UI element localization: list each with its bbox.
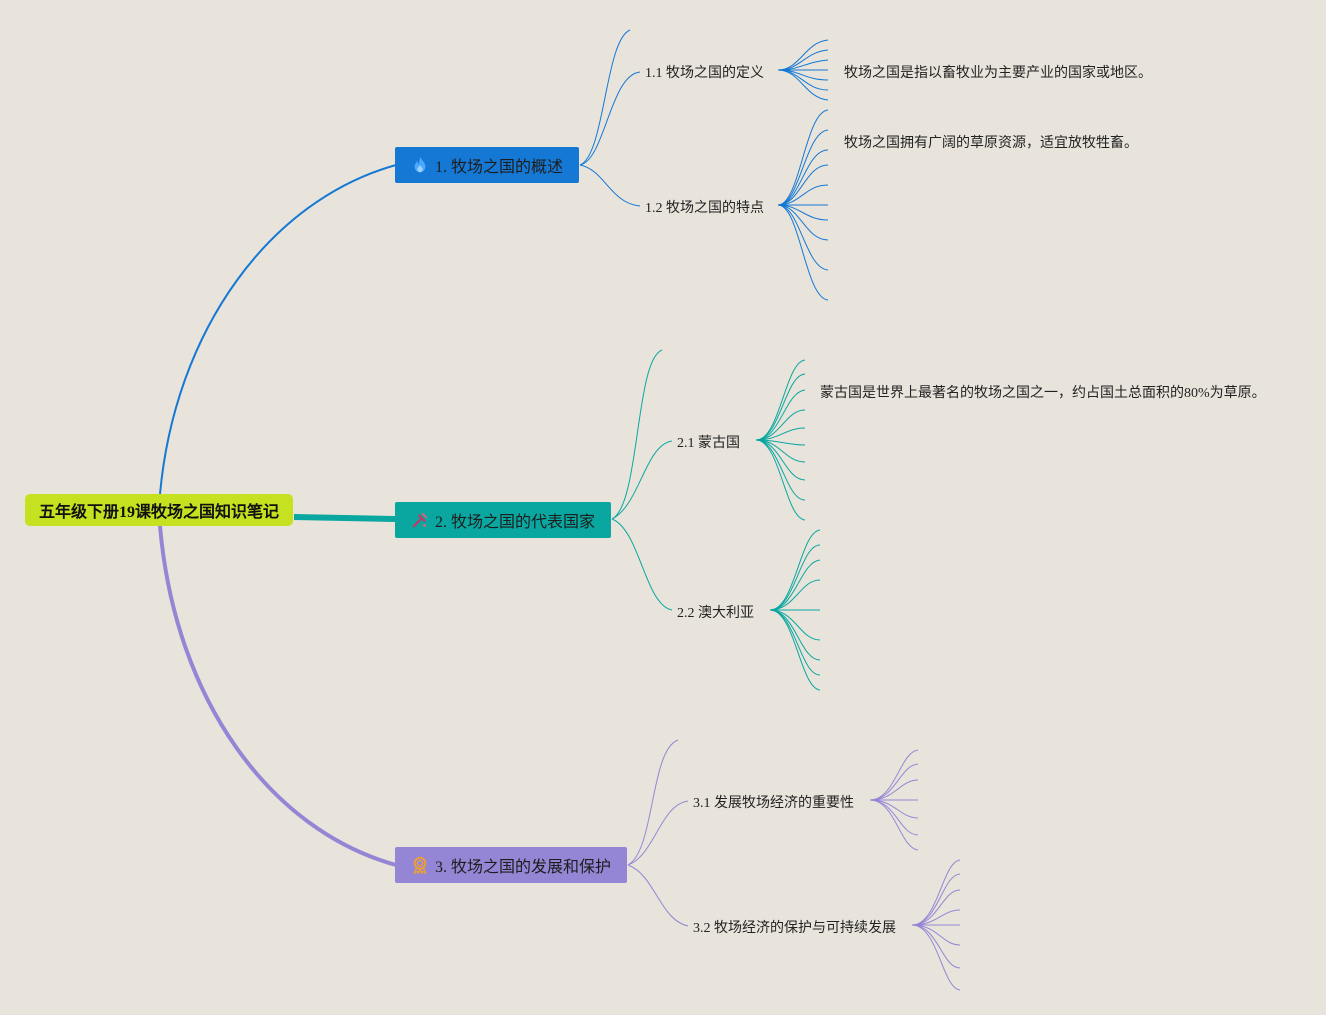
tools-icon xyxy=(412,512,428,528)
branch-2-node[interactable]: 2. 牧场之国的代表国家 xyxy=(395,502,612,538)
subtopic-1-2-label: 1.2 牧场之国的特点 xyxy=(645,201,764,216)
branch1-sub-line xyxy=(579,29,631,166)
root-node[interactable]: 五年级下册19课牧场之国知识笔记 xyxy=(25,494,294,526)
branch-1-node[interactable]: 1. 牧场之国的概述 xyxy=(395,147,580,183)
subtopic-2-2[interactable]: 2.2 澳大利亚 xyxy=(677,602,754,622)
subtopic-3-2[interactable]: 3.2 牧场经济的保护与可持续发展 xyxy=(693,917,896,937)
subtopic-3-2-label: 3.2 牧场经济的保护与可持续发展 xyxy=(693,921,896,936)
branch-2-label: 2. 牧场之国的代表国家 xyxy=(435,514,596,531)
branch1-sub-line xyxy=(579,71,641,166)
subtopic-1-1-label: 1.1 牧场之国的定义 xyxy=(645,66,764,81)
note-1-2[interactable]: 牧场之国拥有广阔的草原资源，适宜放牧牲畜。 xyxy=(844,132,1138,152)
note-1-1-text: 牧场之国是指以畜牧业为主要产业的国家或地区。 xyxy=(844,66,1152,81)
subtopic-2-2-label: 2.2 澳大利亚 xyxy=(677,606,754,621)
branch1-sub-line xyxy=(579,164,641,207)
subtopic-2-1-label: 2.1 蒙古国 xyxy=(677,436,740,451)
note-1-1[interactable]: 牧场之国是指以畜牧业为主要产业的国家或地区。 xyxy=(844,62,1152,82)
note-1-2-text: 牧场之国拥有广阔的草原资源，适宜放牧牲畜。 xyxy=(844,136,1138,151)
root-branch-1-line xyxy=(159,164,397,495)
subtopic-1-2[interactable]: 1.2 牧场之国的特点 xyxy=(645,197,764,217)
branch-3-node[interactable]: 3. 牧场之国的发展和保护 xyxy=(395,847,628,883)
fire-icon xyxy=(414,156,426,173)
root-branch-3-line xyxy=(158,525,397,867)
branch-1-label: 1. 牧场之国的概述 xyxy=(435,159,564,176)
subtopic-2-1[interactable]: 2.1 蒙古国 xyxy=(677,432,740,452)
note-2-1-text: 蒙古国是世界上最著名的牧场之国之一，约占国土总面积的80%为草原。 xyxy=(820,386,1266,401)
award-icon xyxy=(413,856,427,874)
subtopic-3-1[interactable]: 3.1 发展牧场经济的重要性 xyxy=(693,792,854,812)
note-2-1[interactable]: 蒙古国是世界上最著名的牧场之国之一，约占国土总面积的80%为草原。 xyxy=(820,382,1266,402)
subtopic-3-1-label: 3.1 发展牧场经济的重要性 xyxy=(693,796,854,811)
root-branch-2-line xyxy=(293,514,397,522)
root-label: 五年级下册19课牧场之国知识笔记 xyxy=(39,504,280,521)
branch-3-label: 3. 牧场之国的发展和保护 xyxy=(435,859,612,876)
subtopic-1-1[interactable]: 1.1 牧场之国的定义 xyxy=(645,62,764,82)
